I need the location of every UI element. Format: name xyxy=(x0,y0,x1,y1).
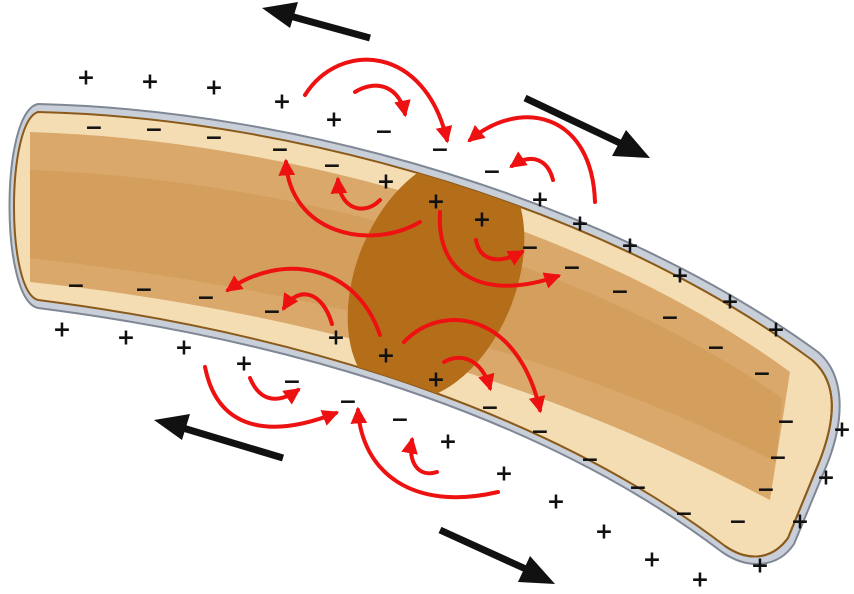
negative-charge-sign-30: − xyxy=(729,510,747,535)
negative-charge-sign-12: − xyxy=(661,306,679,331)
negative-charge-sign-17: − xyxy=(197,286,215,311)
negative-charge-sign-19: − xyxy=(283,370,301,395)
negative-charge-sign-21: − xyxy=(391,408,409,433)
positive-charge-sign-30: + xyxy=(817,466,835,491)
positive-charge-sign-24: + xyxy=(547,490,565,515)
negative-charge-sign-9: − xyxy=(521,236,539,261)
positive-charge-sign-8: + xyxy=(473,208,491,233)
positive-charge-sign-16: + xyxy=(117,326,135,351)
negative-charge-sign-2: − xyxy=(145,118,163,143)
negative-charge-sign-24: − xyxy=(581,448,599,473)
positive-charge-sign-25: + xyxy=(595,520,613,545)
positive-charge-sign-17: + xyxy=(175,336,193,361)
positive-charge-sign-6: + xyxy=(377,170,395,195)
negative-charge-sign-13: − xyxy=(707,336,725,361)
current-arrow-outer-bottom-4 xyxy=(411,440,437,473)
positive-charge-sign-28: + xyxy=(751,554,769,579)
negative-charge-sign-8: − xyxy=(483,160,501,185)
positive-charge-sign-29: + xyxy=(833,418,851,443)
positive-charge-sign-21: + xyxy=(427,368,445,393)
positive-charge-sign-18: + xyxy=(235,352,253,377)
positive-charge-sign-11: + xyxy=(621,234,639,259)
propagation-arrow-bottom-left xyxy=(154,414,283,458)
negative-charge-sign-4: − xyxy=(271,138,289,163)
negative-charge-sign-3: − xyxy=(205,126,223,151)
positive-charge-sign-9: + xyxy=(531,188,549,213)
negative-charge-sign-14: − xyxy=(753,362,771,387)
positive-charge-sign-19: + xyxy=(327,326,345,351)
positive-charge-sign-10: + xyxy=(571,212,589,237)
negative-charge-sign-18: − xyxy=(263,300,281,325)
propagation-arrow-top-right xyxy=(525,98,650,158)
positive-charge-sign-14: + xyxy=(767,318,785,343)
negative-charge-sign-28: − xyxy=(769,446,787,471)
current-arrow-outer-top-2 xyxy=(355,86,405,114)
propagation-arrow-bottom-right xyxy=(440,530,555,584)
positive-charge-sign-2: + xyxy=(141,70,159,95)
positive-charge-sign-12: + xyxy=(671,264,689,289)
propagation-arrow-top-left xyxy=(262,2,370,38)
positive-charge-sign-27: + xyxy=(691,568,709,593)
negative-charge-sign-23: − xyxy=(531,420,549,445)
positive-charge-sign-7: + xyxy=(427,190,445,215)
negative-charge-sign-6: − xyxy=(375,120,393,145)
positive-charge-sign-22: + xyxy=(439,430,457,455)
negative-charge-sign-5: − xyxy=(323,154,341,179)
negative-charge-sign-26: − xyxy=(675,502,693,527)
positive-charge-sign-31: + xyxy=(791,510,809,535)
positive-charge-sign-5: + xyxy=(325,108,343,133)
negative-charge-sign-22: − xyxy=(481,396,499,421)
negative-charge-sign-29: − xyxy=(757,478,775,503)
current-arrow-outer-top-4 xyxy=(512,159,553,180)
negative-charge-sign-1: − xyxy=(85,116,103,141)
current-arrow-outer-bottom-3 xyxy=(358,410,498,497)
positive-charge-sign-1: + xyxy=(77,66,95,91)
positive-charge-sign-26: + xyxy=(643,548,661,573)
positive-charge-sign-4: + xyxy=(273,90,291,115)
negative-charge-sign-15: − xyxy=(67,274,85,299)
negative-charge-sign-16: − xyxy=(135,278,153,303)
positive-charge-sign-3: + xyxy=(205,76,223,101)
negative-charge-sign-27: − xyxy=(777,410,795,435)
negative-charge-sign-25: − xyxy=(629,476,647,501)
positive-charge-sign-20: + xyxy=(377,344,395,369)
negative-charge-sign-10: − xyxy=(563,256,581,281)
negative-charge-sign-11: − xyxy=(611,280,629,305)
positive-charge-sign-15: + xyxy=(53,318,71,343)
positive-charge-sign-23: + xyxy=(495,462,513,487)
negative-charge-sign-20: − xyxy=(339,390,357,415)
negative-charge-sign-7: − xyxy=(431,138,449,163)
positive-charge-sign-13: + xyxy=(721,290,739,315)
